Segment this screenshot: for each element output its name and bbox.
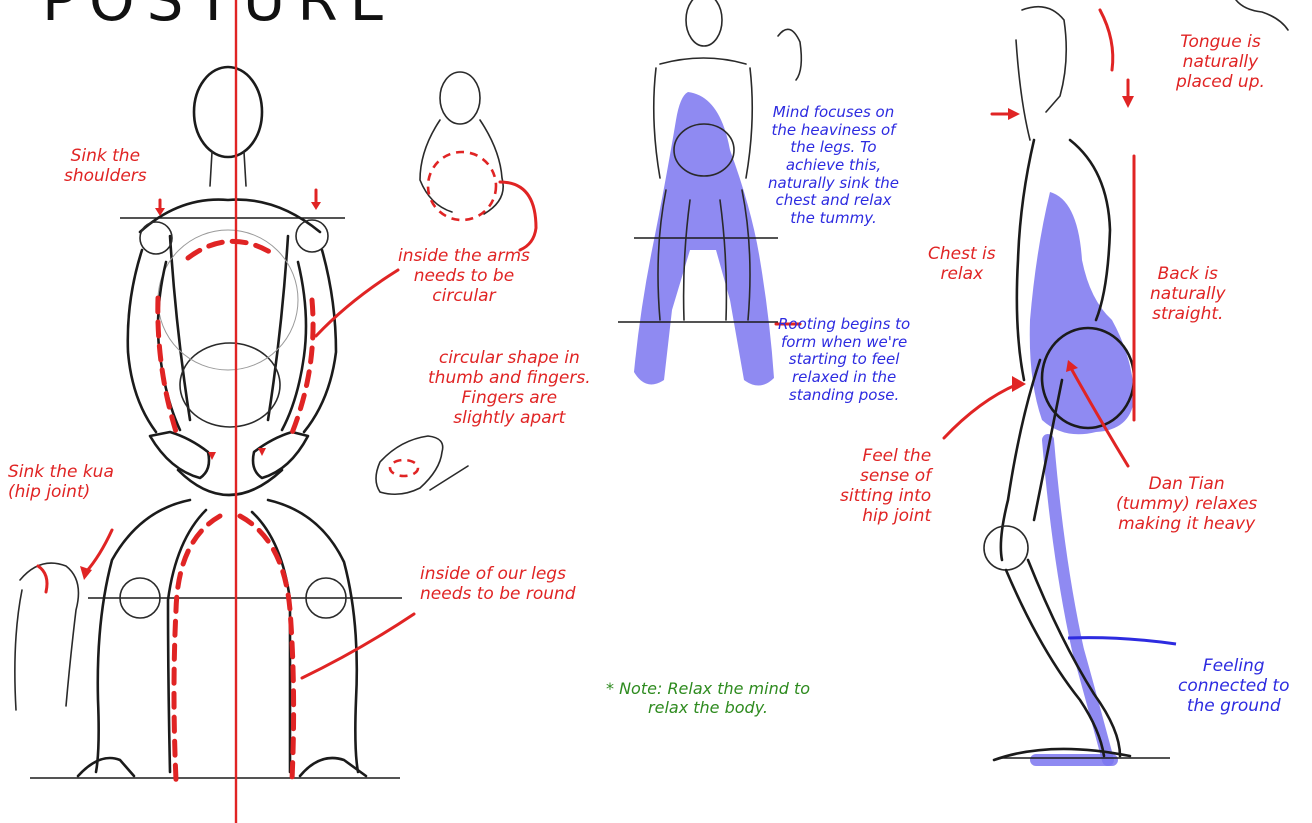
label-mind-focuses: Mind focuses on the heaviness of the leg… — [768, 104, 899, 228]
arm-circle-sketch — [420, 72, 536, 250]
label-rooting: Rooting begins to form when we're starti… — [778, 316, 910, 404]
label-sink-shoulders: Sink the shoulders — [64, 146, 147, 186]
label-tongue: Tongue is naturally placed up. — [1176, 32, 1265, 92]
label-circular-shape: circular shape in thumb and fingers. Fin… — [428, 348, 591, 428]
label-chest-relax: Chest is relax — [928, 244, 996, 284]
side-view-figure — [944, 0, 1288, 760]
label-note: * Note: Relax the mind to relax the body… — [606, 680, 810, 718]
label-feeling-connected: Feeling connected to the ground — [1178, 656, 1290, 716]
hand-sketch — [376, 436, 468, 494]
page-title: POSTURE — [42, 0, 398, 34]
label-inside-arms: inside the arms needs to be circular — [398, 246, 530, 306]
label-sink-kua: Sink the kua (hip joint) — [8, 462, 114, 502]
label-back-straight: Back is naturally straight. — [1150, 264, 1226, 324]
label-dan-tian: Dan Tian (tummy) relaxes making it heavy — [1116, 474, 1257, 534]
front-view-figure — [30, 0, 414, 823]
label-feel-sitting: Feel the sense of sitting into hip joint — [840, 446, 931, 526]
label-inside-legs: inside of our legs needs to be round — [420, 564, 576, 604]
